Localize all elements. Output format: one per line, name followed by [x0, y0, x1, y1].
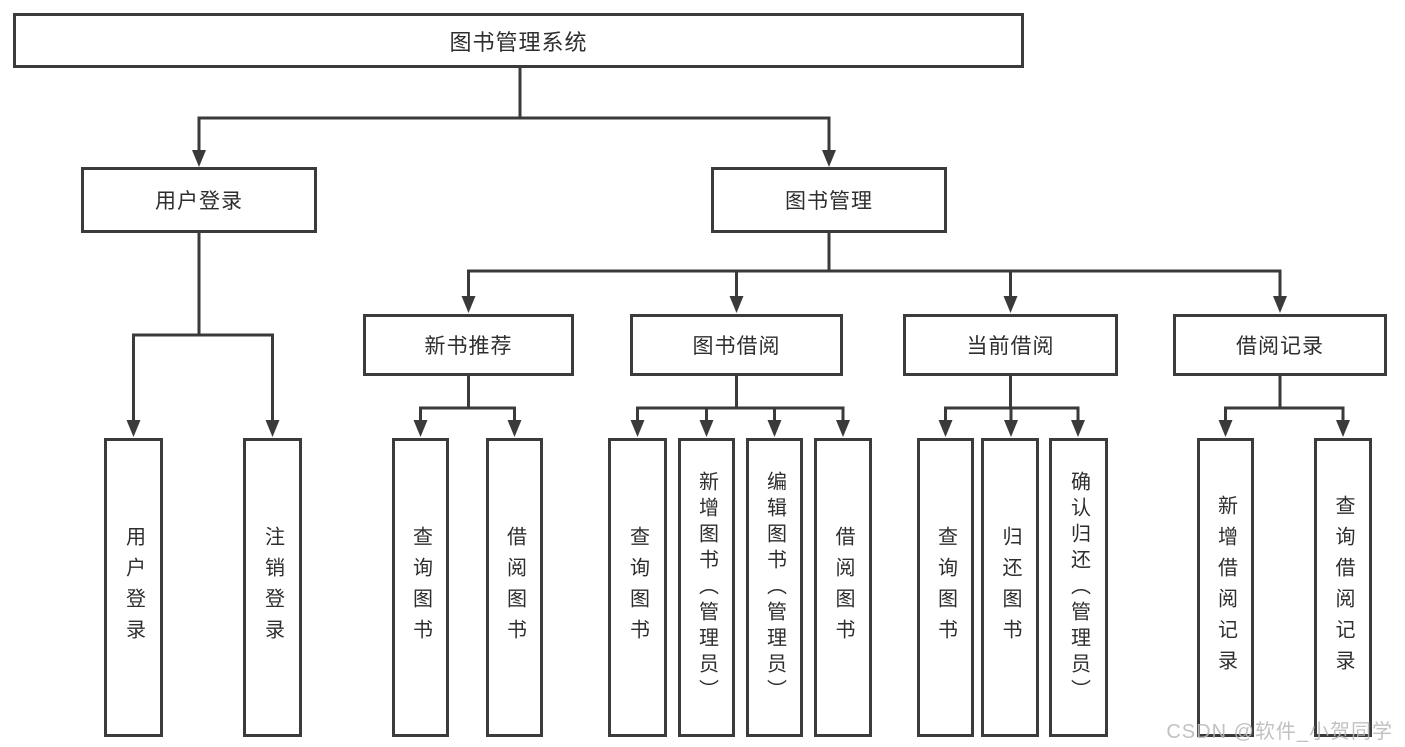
node-label: 借阅记录 [1236, 335, 1324, 358]
leaf-borrow-books: 借阅图书 [486, 438, 543, 737]
node-label: 新书推荐 [424, 335, 513, 358]
leaf-query-books: 查询图书 [392, 438, 449, 737]
node-label: 用户登录 [155, 190, 243, 213]
leaf-label: 新增借阅记录 [1214, 494, 1237, 681]
leaf-confirm-return-admin: 确认归还（管理员） [1049, 438, 1108, 737]
leaf-label: 查询图书 [409, 525, 432, 650]
node-label: 图书管理 [785, 190, 873, 213]
node-book-borrowing: 图书借阅 [630, 314, 843, 376]
leaf-query-books: 查询图书 [917, 438, 974, 737]
leaf-logout: 注销登录 [243, 438, 302, 737]
leaf-label: 编辑图书（管理员） [763, 470, 786, 705]
leaf-label: 注销登录 [261, 525, 284, 650]
leaf-label: 用户登录 [122, 525, 145, 650]
node-label: 图书管理系统 [449, 29, 588, 55]
node-user-login: 用户登录 [81, 167, 317, 233]
leaf-label: 查询借阅记录 [1332, 494, 1354, 681]
leaf-borrow-books: 借阅图书 [814, 438, 872, 737]
leaf-add-books-admin: 新增图书（管理员） [678, 438, 735, 737]
leaf-label: 确认归还（管理员） [1067, 470, 1090, 705]
node-borrow-records: 借阅记录 [1173, 314, 1387, 376]
node-label: 当前借阅 [966, 335, 1055, 358]
node-current-borrowing: 当前借阅 [903, 314, 1118, 376]
leaf-edit-books-admin: 编辑图书（管理员） [746, 438, 803, 737]
leaf-label: 查询图书 [626, 525, 649, 650]
leaf-query-books: 查询图书 [608, 438, 667, 737]
leaf-label: 借阅图书 [503, 525, 526, 650]
node-book-management: 图书管理 [711, 167, 947, 233]
node-library-management-system: 图书管理系统 [13, 13, 1024, 68]
leaf-label: 归还图书 [999, 525, 1021, 650]
node-new-book-recommend: 新书推荐 [363, 314, 574, 376]
leaf-return-books: 归还图书 [981, 438, 1039, 737]
csdn-watermark: CSDN @软件_小贺同学 [1166, 721, 1393, 743]
leaf-label: 借阅图书 [832, 525, 854, 650]
leaf-add-borrow-record: 新增借阅记录 [1197, 438, 1254, 737]
leaf-label: 查询图书 [934, 525, 957, 650]
node-label: 图书借阅 [692, 335, 781, 358]
leaf-query-borrow-record: 查询借阅记录 [1314, 438, 1372, 737]
leaf-user-login: 用户登录 [104, 438, 163, 737]
leaf-label: 新增图书（管理员） [695, 470, 718, 705]
